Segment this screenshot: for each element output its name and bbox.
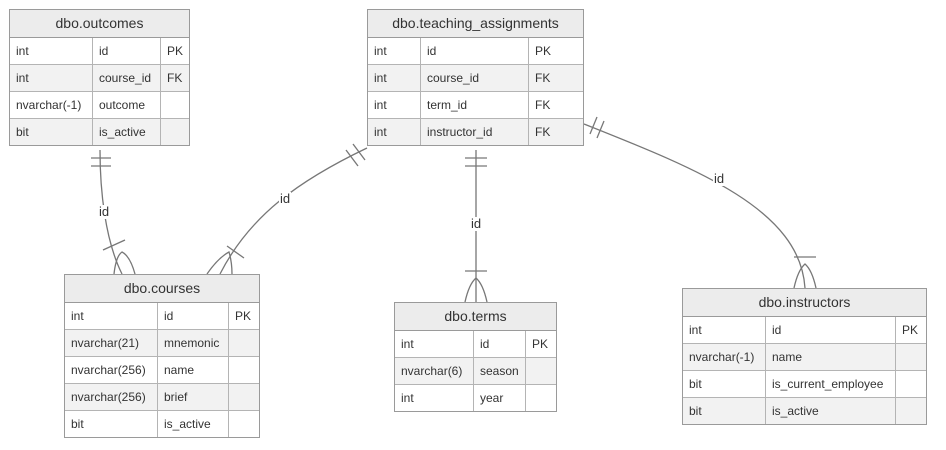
- relationship-label-outcomes-courses: id: [98, 204, 111, 219]
- column-name: id: [93, 38, 161, 64]
- column-name: name: [766, 344, 896, 370]
- column-row: bit is_active: [10, 119, 189, 145]
- column-name: instructor_id: [421, 119, 529, 145]
- column-type: bit: [10, 119, 93, 145]
- column-type: int: [683, 317, 766, 343]
- column-type: bit: [683, 398, 766, 424]
- column-key: [229, 411, 259, 437]
- column-key: [896, 344, 926, 370]
- column-row: bit is_current_employee: [683, 371, 926, 398]
- relationship-label-teaching-instructors: id: [713, 171, 726, 186]
- column-name: id: [421, 38, 529, 64]
- column-key: [161, 119, 189, 145]
- column-row: nvarchar(-1) name: [683, 344, 926, 371]
- column-name: name: [158, 357, 229, 383]
- column-key: [161, 92, 189, 118]
- column-name: id: [766, 317, 896, 343]
- column-type: int: [395, 331, 474, 357]
- column-type: bit: [65, 411, 158, 437]
- column-row: int id PK: [10, 38, 189, 65]
- column-row: int course_id FK: [368, 65, 583, 92]
- column-type: int: [10, 38, 93, 64]
- column-key: PK: [167, 44, 184, 58]
- entity-terms[interactable]: dbo.terms int id PK nvarchar(6) season i…: [394, 302, 557, 412]
- column-key: PK: [235, 309, 252, 323]
- column-key: [229, 357, 259, 383]
- relationship-label-teaching-courses: id: [279, 191, 292, 206]
- column-name: season: [474, 358, 526, 384]
- column-name: outcome: [93, 92, 161, 118]
- column-name: brief: [158, 384, 229, 410]
- column-row: int id PK: [683, 317, 926, 344]
- column-key: [526, 385, 556, 411]
- column-type: nvarchar(6): [395, 358, 474, 384]
- relationship-teaching-instructors[interactable]: [583, 116, 817, 289]
- column-key: [526, 358, 556, 384]
- column-name: is_active: [93, 119, 161, 145]
- entity-outcomes[interactable]: dbo.outcomes int id PK int course_id FK …: [9, 9, 190, 146]
- column-type: nvarchar(21): [65, 330, 158, 356]
- column-row: nvarchar(256) name: [65, 357, 259, 384]
- column-type: int: [65, 303, 158, 329]
- column-name: is_current_employee: [766, 371, 896, 397]
- column-type: int: [10, 65, 93, 91]
- column-type: int: [395, 385, 474, 411]
- column-type: nvarchar(256): [65, 357, 158, 383]
- column-type: nvarchar(-1): [683, 344, 766, 370]
- column-row: int id PK: [65, 303, 259, 330]
- column-key: FK: [535, 98, 551, 112]
- column-type: int: [368, 65, 421, 91]
- entity-title: dbo.instructors: [683, 289, 926, 317]
- column-name: mnemonic: [158, 330, 229, 356]
- column-key: FK: [535, 125, 551, 139]
- column-row: int instructor_id FK: [368, 119, 583, 145]
- column-row: int id PK: [395, 331, 556, 358]
- column-type: nvarchar(256): [65, 384, 158, 410]
- column-key: PK: [902, 323, 919, 337]
- column-name: id: [158, 303, 229, 329]
- column-row: bit is_active: [683, 398, 926, 424]
- column-row: int id PK: [368, 38, 583, 65]
- entity-courses[interactable]: dbo.courses int id PK nvarchar(21) mnemo…: [64, 274, 260, 438]
- column-row: nvarchar(-1) outcome: [10, 92, 189, 119]
- entity-title: dbo.terms: [395, 303, 556, 331]
- column-type: int: [368, 119, 421, 145]
- entity-teaching-assignments[interactable]: dbo.teaching_assignments int id PK int c…: [367, 9, 584, 146]
- column-type: int: [368, 92, 421, 118]
- column-row: int term_id FK: [368, 92, 583, 119]
- column-key: [229, 384, 259, 410]
- entity-title: dbo.courses: [65, 275, 259, 303]
- column-key: PK: [535, 44, 552, 58]
- column-key: [896, 398, 926, 424]
- column-row: nvarchar(256) brief: [65, 384, 259, 411]
- column-type: bit: [683, 371, 766, 397]
- column-key: FK: [535, 71, 551, 85]
- relationship-label-teaching-terms: id: [470, 216, 483, 231]
- column-type: int: [368, 38, 421, 64]
- column-name: course_id: [421, 65, 529, 91]
- column-row: nvarchar(21) mnemonic: [65, 330, 259, 357]
- column-name: id: [474, 331, 526, 357]
- column-name: is_active: [766, 398, 896, 424]
- entity-title: dbo.teaching_assignments: [368, 10, 583, 38]
- column-row: bit is_active: [65, 411, 259, 437]
- relationship-teaching-courses[interactable]: [206, 143, 368, 275]
- column-name: year: [474, 385, 526, 411]
- column-type: nvarchar(-1): [10, 92, 93, 118]
- column-row: int course_id FK: [10, 65, 189, 92]
- column-key: PK: [532, 337, 549, 351]
- column-key: FK: [167, 71, 183, 85]
- column-row: int year: [395, 385, 556, 411]
- column-key: [229, 330, 259, 356]
- column-name: is_active: [158, 411, 229, 437]
- entity-title: dbo.outcomes: [10, 10, 189, 38]
- column-name: term_id: [421, 92, 529, 118]
- column-name: course_id: [93, 65, 161, 91]
- column-key: [896, 371, 926, 397]
- entity-instructors[interactable]: dbo.instructors int id PK nvarchar(-1) n…: [682, 288, 927, 425]
- column-row: nvarchar(6) season: [395, 358, 556, 385]
